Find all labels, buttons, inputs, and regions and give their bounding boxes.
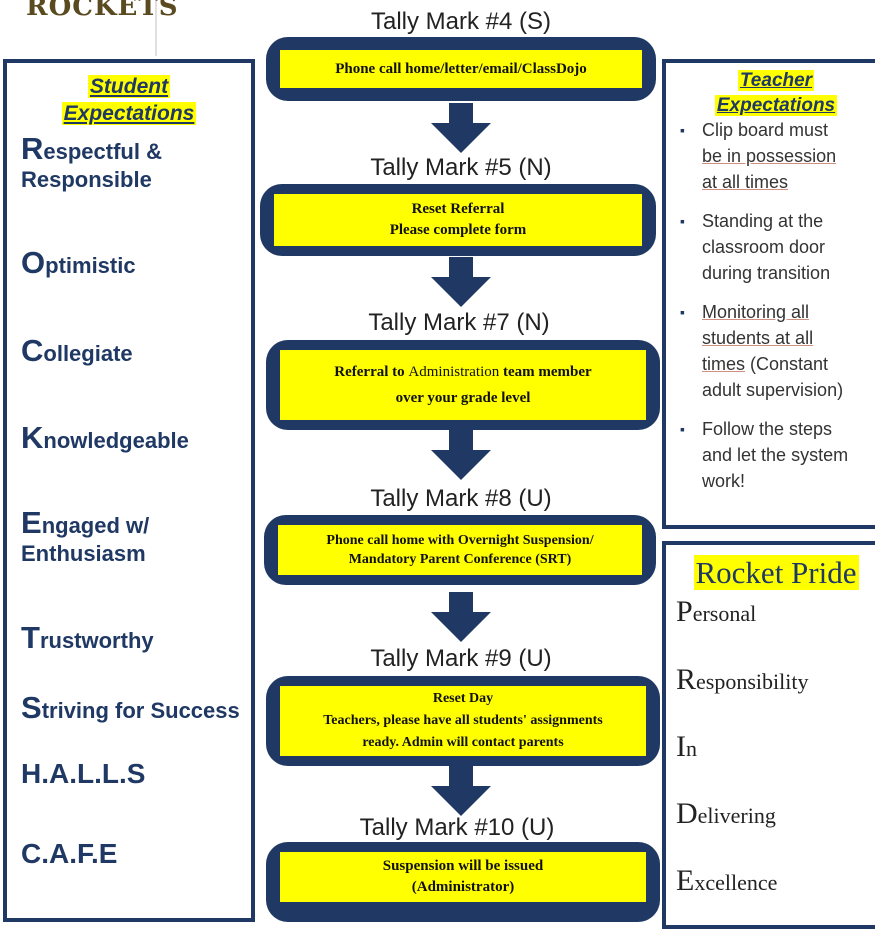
- down-arrow-icon: [431, 430, 491, 480]
- down-arrow-icon: [431, 592, 491, 642]
- rocket-pride-title: Rocket Pride: [693, 555, 859, 590]
- tally-mark-5: Tally Mark #5 (N): [370, 154, 552, 181]
- tally-mark-4: Tally Mark #4 (S): [370, 8, 552, 35]
- down-arrow-icon: [431, 257, 491, 307]
- step-text-4: Phone call home/letter/email/ClassDojo: [280, 50, 642, 88]
- step-box-10: Suspension will be issued(Administrator): [266, 842, 660, 922]
- step-text-10: Suspension will be issued(Administrator): [280, 852, 646, 902]
- expectation-engaged: Engaged w/Enthusiasm: [21, 505, 150, 566]
- rocket-pride-panel: Rocket Pride Personal Responsibility In …: [662, 541, 875, 929]
- expectation-collegiate: Collegiate: [21, 333, 133, 368]
- step-box-4: Phone call home/letter/email/ClassDojo: [266, 37, 656, 101]
- student-expectations-title: Student Expectations: [61, 75, 197, 125]
- step-text-8: Phone call home with Overnight Suspensio…: [278, 525, 642, 575]
- expectation-respectful: Respectful &Responsible: [21, 131, 162, 192]
- logo-text: ROCKETS: [26, 0, 179, 22]
- expectation-striving: Striving for Success: [21, 690, 240, 725]
- down-arrow-icon: [431, 103, 491, 153]
- rockets-logo: ROCKETS: [0, 0, 178, 56]
- tally-mark-10: Tally Mark #10 (U): [359, 814, 555, 841]
- pride-excellence: Excellence: [676, 864, 778, 897]
- pride-personal: Personal: [676, 595, 757, 628]
- tally-mark-9: Tally Mark #9 (U): [370, 645, 552, 672]
- pride-responsibility: Responsibility: [676, 663, 809, 696]
- expectation-trustworthy: Trustworthy: [21, 620, 154, 655]
- student-expectations-panel: Student Expectations Respectful &Respons…: [3, 59, 255, 922]
- pride-in: In: [676, 730, 697, 763]
- expectation-optimistic: Optimistic: [21, 245, 136, 280]
- teacher-expectations-title: Teacher Expectations: [714, 70, 838, 116]
- step-box-8: Phone call home with Overnight Suspensio…: [264, 515, 656, 585]
- halls-label: H.A.L.L.S: [21, 758, 146, 789]
- tally-mark-7: Tally Mark #7 (N): [368, 309, 550, 336]
- down-arrow-icon: [431, 766, 491, 816]
- tally-mark-8: Tally Mark #8 (U): [370, 485, 552, 512]
- expectation-knowledgeable: Knowledgeable: [21, 420, 189, 455]
- pride-delivering: Delivering: [676, 797, 776, 830]
- cafe-label: C.A.F.E: [21, 838, 118, 869]
